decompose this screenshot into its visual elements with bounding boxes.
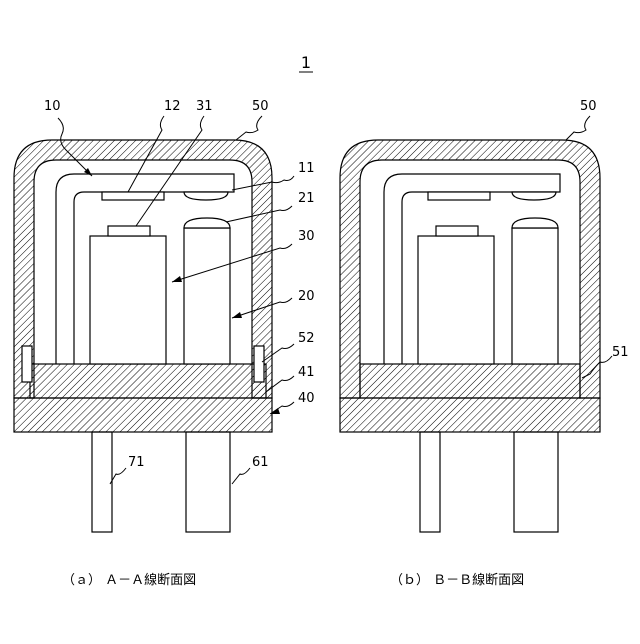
arrow-20 [232,312,242,318]
component-b-left [418,236,494,364]
ref-11: 11 [298,161,315,176]
seal-52-right [254,346,264,382]
ref-10: 10 [44,99,61,114]
ref-41: 41 [298,365,315,380]
contact-11 [184,192,228,200]
lead-61 [186,432,230,532]
ref-21: 21 [298,191,315,206]
dome-b [512,218,558,228]
ref-71: 71 [128,455,145,470]
figure-number: 1 [301,53,311,72]
ref-61: 61 [252,455,269,470]
ref-20: 20 [298,289,315,304]
base-b-lower [340,398,600,432]
caption-a: （ａ） Ａ－Ａ線断面図 [62,572,196,588]
lead-b-left [420,432,440,532]
lead-b-right [514,432,558,532]
seal-52-left [22,346,32,382]
dome-21 [184,218,230,228]
ref-50-b: 50 [580,99,597,114]
leader-50-b [566,116,590,140]
component-30 [90,236,166,364]
ref-52: 52 [298,331,315,346]
ref-30: 30 [298,229,315,244]
base-40 [14,398,272,432]
ref-51: 51 [612,345,629,360]
leader-31 [136,116,204,226]
arrow-30 [172,276,182,282]
leader-50 [236,116,262,140]
contact-b-left [428,192,490,200]
leader-61 [232,468,250,484]
base-41 [30,364,266,398]
component-20 [184,228,230,364]
tab-b [436,226,478,236]
contact-b-right [512,192,556,200]
lead-71 [92,432,112,532]
tab-31 [108,226,150,236]
ref-40: 40 [298,391,315,406]
section-a-drawing: 10 12 31 50 11 21 30 20 52 41 40 71 61 [14,99,315,532]
ref-31: 31 [196,99,213,114]
ref-12: 12 [164,99,181,114]
ref-50-a: 50 [252,99,269,114]
component-b-right [512,228,558,364]
base-b-upper [360,364,580,398]
section-b-drawing: 50 51 [340,99,629,532]
caption-b: （ｂ） Ｂ－Ｂ線断面図 [390,572,524,588]
